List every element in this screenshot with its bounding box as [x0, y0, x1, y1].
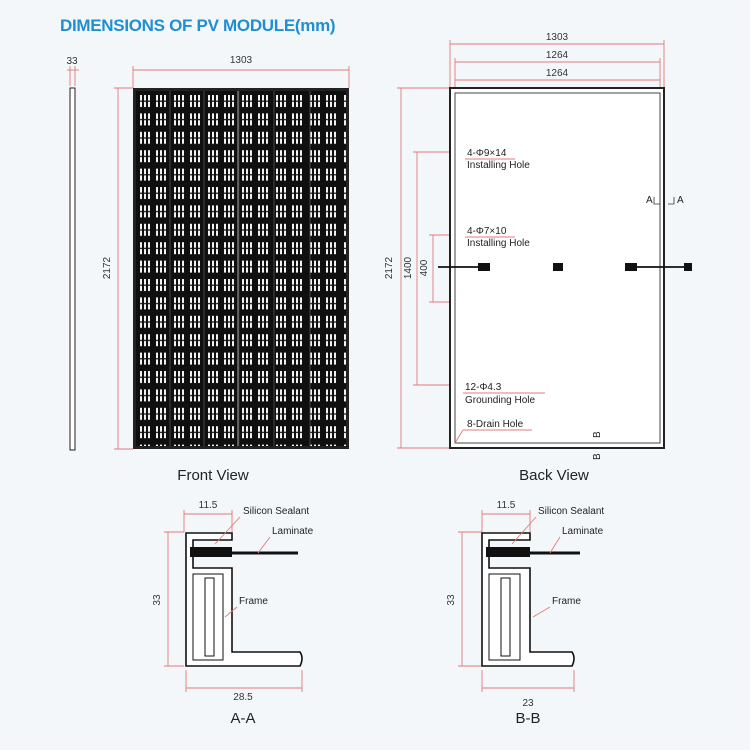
front-view-caption: Front View: [177, 467, 249, 484]
aa-caption: A-A: [230, 710, 255, 727]
side-profile: [69, 87, 76, 451]
front-panel-cells-right: [240, 91, 346, 446]
section-mark-a-left: A: [646, 195, 653, 206]
thickness-label: 33: [66, 56, 78, 67]
front-width-label: 1303: [230, 55, 253, 66]
aa-sealant: [190, 547, 232, 557]
bb-lip-label: 11.5: [497, 500, 516, 511]
section-mark-b-bottom: B: [592, 453, 603, 460]
bb-laminate-label: Laminate: [562, 526, 604, 537]
hole1-spec: 4-Φ9×14: [467, 148, 507, 159]
connector-left: [478, 263, 490, 271]
section-bb: 11.5 33 23 Silicon Sealant Laminate Fram…: [446, 500, 604, 727]
aa-sealant-label: Silicon Sealant: [243, 506, 309, 517]
aa-height-label: 33: [152, 594, 163, 606]
section-mark-a-right: A: [677, 195, 684, 206]
bb-sealant: [486, 547, 530, 557]
page-title: DIMENSIONS OF PV MODULE(mm): [60, 16, 336, 35]
aa-frame-label: Frame: [239, 596, 268, 607]
ground-name: Grounding Hole: [465, 395, 535, 406]
bb-height-label: 33: [446, 594, 457, 606]
hole1-name: Installing Hole: [467, 160, 530, 171]
bb-frame-label: Frame: [552, 596, 581, 607]
drain-label: 8-Drain Hole: [467, 419, 524, 430]
back-height-label: 2172: [384, 256, 395, 279]
junction-box: [553, 263, 563, 271]
back-panel-inner: [454, 92, 661, 444]
hole2-name: Installing Hole: [467, 238, 530, 249]
hole2-spec: 4-Φ7×10: [467, 226, 507, 237]
section-mark-b-top: B: [592, 431, 603, 438]
aa-lip-label: 11.5: [199, 500, 218, 511]
ground-spec: 12-Φ4.3: [465, 382, 502, 393]
bb-frame-profile: [481, 532, 575, 667]
side-view: 33: [66, 56, 79, 451]
front-view: 1303 2172 Front View: [102, 55, 350, 484]
back-width-outer-label: 1303: [546, 32, 569, 43]
back-view-caption: Back View: [519, 467, 589, 484]
section-aa: 11.5 33 28.5 Silicon Sealant Laminate Fr…: [152, 500, 314, 727]
back-width-1-label: 1264: [546, 50, 569, 61]
bb-sealant-label: Silicon Sealant: [538, 506, 604, 517]
back-width-2-label: 1264: [546, 68, 569, 79]
front-panel-cells-upper-left: [136, 91, 238, 446]
back-height-1400-label: 1400: [403, 256, 414, 279]
back-height-400-label: 400: [419, 259, 430, 276]
aa-width-label: 28.5: [233, 692, 253, 703]
aa-frame-profile: [185, 532, 303, 667]
aa-laminate-label: Laminate: [272, 526, 314, 537]
bb-caption: B-B: [515, 710, 540, 727]
back-view: 1303 1264 1264 2172 1400 400 A A B B 4-Φ: [384, 32, 692, 484]
bb-width-label: 23: [522, 698, 534, 709]
connector-right: [625, 263, 637, 271]
front-height-label: 2172: [102, 256, 113, 279]
